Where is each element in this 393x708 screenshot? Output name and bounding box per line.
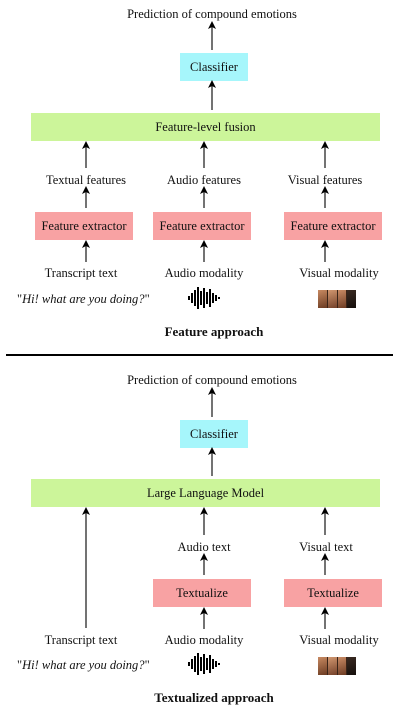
audio-modality-label-2: Audio modality: [164, 633, 244, 647]
textualize-visual-box: Textualize: [284, 579, 382, 607]
quote-text-2: Hi! what are you doing?: [22, 658, 145, 672]
transcript-quote: "Hi! what are you doing?": [17, 292, 150, 307]
quote-open-mark-2: ": [17, 658, 23, 672]
transcript-quote-2: "Hi! what are you doing?": [17, 658, 150, 673]
face-frames-icon: [318, 290, 356, 308]
llm-label: Large Language Model: [146, 485, 265, 500]
quote-close-mark: ": [144, 292, 150, 306]
audio-modality-label: Audio modality: [164, 266, 244, 280]
audio-features-label: Audio features: [167, 173, 241, 187]
feature-extractor-text: Feature extractor: [35, 212, 133, 240]
feature-approach-heading: Feature approach: [164, 324, 264, 339]
feature-extractor-visual: Feature extractor: [284, 212, 382, 240]
textualized-approach-heading: Textualized approach: [154, 690, 274, 705]
visual-features-label: Visual features: [287, 173, 363, 187]
transcript-text-label: Transcript text: [44, 266, 118, 280]
quote-text: Hi! what are you doing?: [22, 292, 145, 306]
textualize-audio-label: Textualize: [176, 585, 228, 600]
textual-features-label: Textual features: [46, 173, 126, 187]
feature-fusion-box: Feature-level fusion: [31, 113, 380, 141]
feature-extractor-audio: Feature extractor: [153, 212, 251, 240]
section-divider: [6, 354, 393, 356]
feature-extractor-text-label: Feature extractor: [41, 218, 127, 233]
textualize-audio-box: Textualize: [153, 579, 251, 607]
quote-open-mark: ": [17, 292, 23, 306]
transcript-text-label-2: Transcript text: [44, 633, 118, 647]
feature-classifier-box: Classifier: [180, 53, 248, 81]
feature-output-label: Prediction of compound emotions: [127, 7, 297, 21]
textualized-classifier-box: Classifier: [180, 420, 248, 448]
textualized-classifier-label: Classifier: [190, 426, 238, 441]
feature-classifier-label: Classifier: [190, 59, 238, 74]
textualized-output-label: Prediction of compound emotions: [127, 373, 297, 387]
visual-modality-label-2: Visual modality: [299, 633, 379, 647]
textualize-visual-label: Textualize: [307, 585, 359, 600]
audio-text-label: Audio text: [177, 540, 231, 554]
feature-fusion-label: Feature-level fusion: [155, 119, 256, 134]
feature-extractor-visual-label: Feature extractor: [290, 218, 376, 233]
audio-waveform-icon: [188, 287, 220, 309]
face-frames-icon-2: [318, 657, 356, 675]
visual-text-label: Visual text: [299, 540, 353, 554]
visual-modality-label: Visual modality: [299, 266, 379, 280]
feature-extractor-audio-label: Feature extractor: [159, 218, 245, 233]
llm-box: Large Language Model: [31, 479, 380, 507]
audio-waveform-icon-2: [188, 653, 220, 675]
quote-close-mark-2: ": [144, 658, 150, 672]
